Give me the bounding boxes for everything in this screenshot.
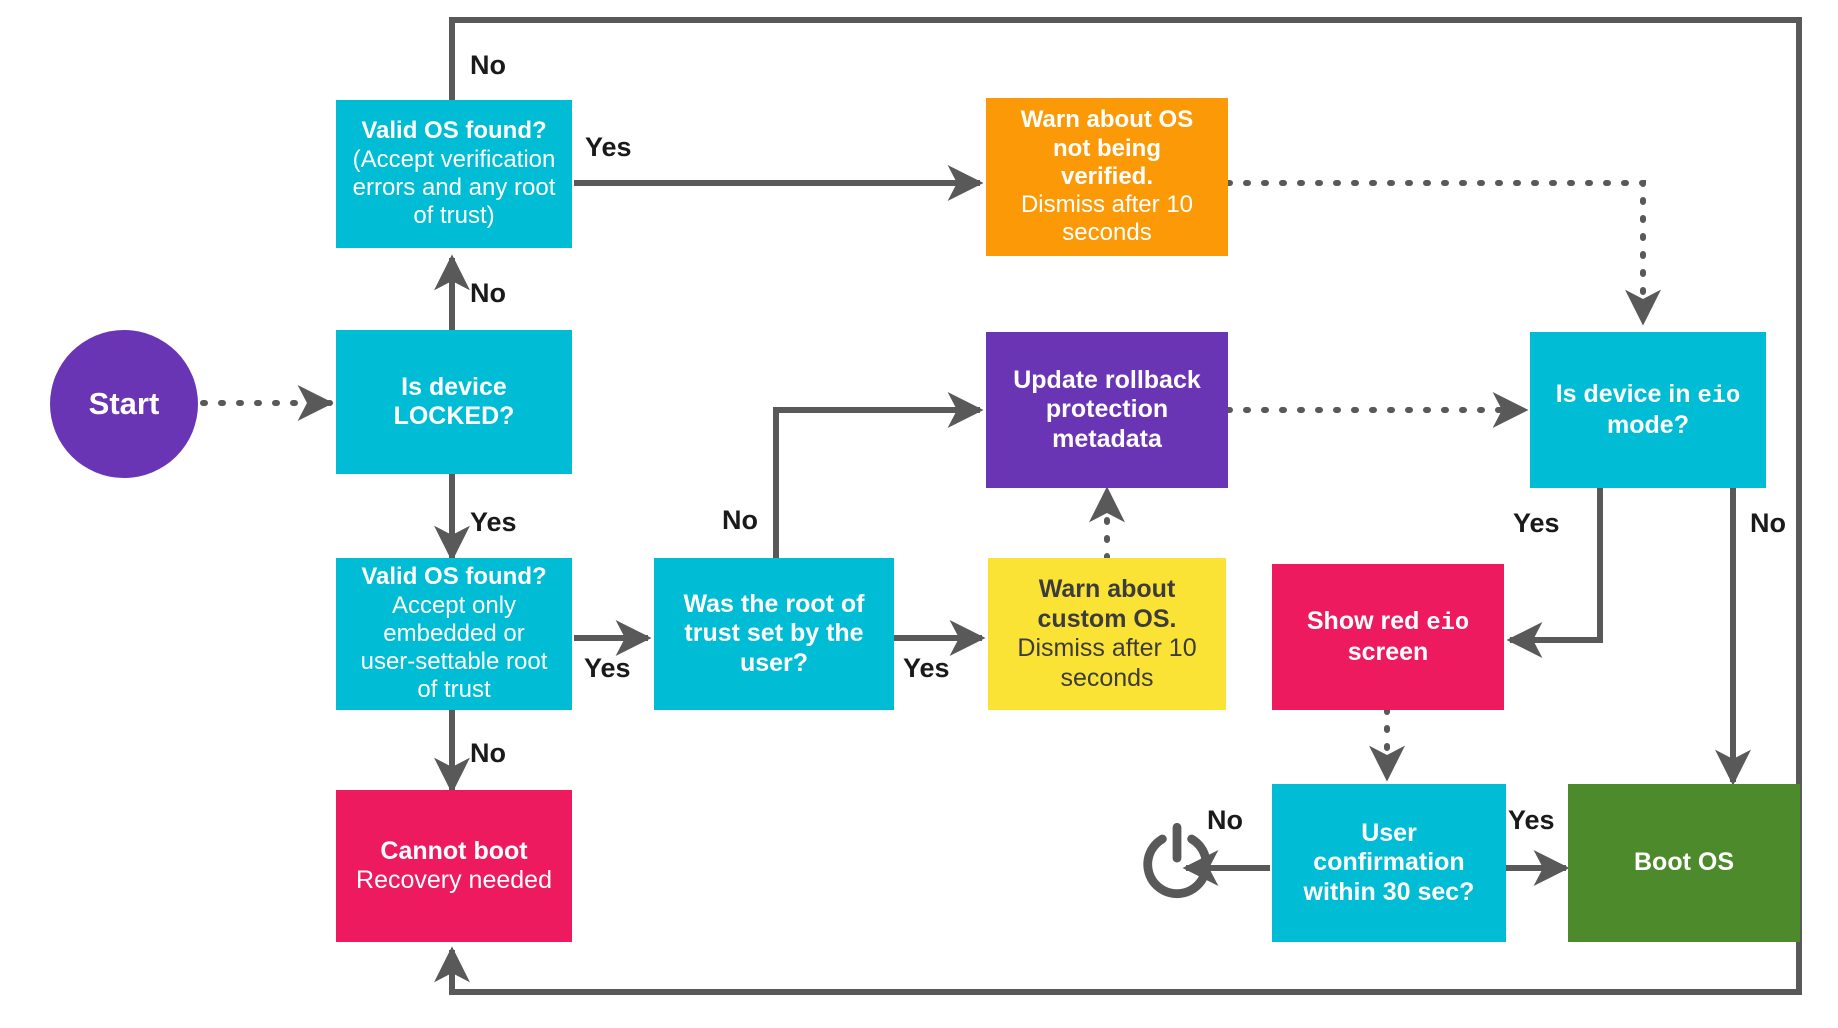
node-start[interactable]: Start bbox=[50, 330, 198, 478]
node-root-of-trust-line1: Was the root of bbox=[683, 589, 865, 618]
node-is-device-locked-line2: LOCKED? bbox=[393, 402, 515, 430]
edge-label-confirm-no: No bbox=[1207, 805, 1243, 835]
edge-warn-not-verified-to-eio-mode bbox=[1225, 180, 1661, 326]
node-warn-os-not-verified[interactable]: Warn about OS not being verified. Dismis… bbox=[986, 98, 1228, 256]
node-eio-mode-line1-text: Is device in bbox=[1555, 379, 1698, 408]
node-warn-not-verified-line2: not being bbox=[1053, 134, 1161, 162]
edge-label-locked-yes: Yes bbox=[470, 507, 517, 537]
node-valid-os-strict-line5: of trust bbox=[417, 676, 491, 704]
node-valid-os-found-strict[interactable]: Valid OS found? Accept only embedded or … bbox=[336, 558, 572, 710]
node-root-of-trust-set-by-user[interactable]: Was the root of trust set by the user? bbox=[654, 558, 894, 710]
node-user-confirmation[interactable]: User confirmation within 30 sec? bbox=[1272, 784, 1506, 942]
node-valid-os-strict-line1: Valid OS found? bbox=[361, 563, 547, 591]
edge-label-confirm-yes: Yes bbox=[1508, 805, 1555, 835]
node-valid-os-loose-line1: Valid OS found? bbox=[361, 117, 547, 145]
edge-rot-no-to-update-rollback bbox=[773, 392, 984, 558]
edge-label-strict-no: No bbox=[470, 738, 506, 768]
node-show-red-eio-keyword: eio bbox=[1426, 609, 1470, 637]
node-boot-os[interactable]: Boot OS bbox=[1568, 784, 1800, 942]
node-show-red-eio-screen[interactable]: Show red eio screen bbox=[1272, 564, 1504, 710]
node-root-of-trust-line2: trust set by the bbox=[684, 619, 864, 648]
node-user-confirmation-line1: User bbox=[1361, 818, 1417, 847]
node-valid-os-loose-line2: (Accept verification bbox=[352, 145, 556, 173]
node-valid-os-loose-line4: of trust) bbox=[413, 202, 495, 230]
node-cannot-boot-line1: Cannot boot bbox=[380, 836, 528, 865]
power-icon bbox=[1138, 820, 1216, 902]
node-root-of-trust-line3: user? bbox=[739, 648, 809, 677]
node-start-label: Start bbox=[88, 385, 160, 421]
edge-label-loose-yes: Yes bbox=[585, 132, 632, 162]
node-update-rollback-line1: Update rollback bbox=[1013, 365, 1201, 394]
node-update-rollback-metadata[interactable]: Update rollback protection metadata bbox=[986, 332, 1228, 488]
node-warn-not-verified-line1: Warn about OS bbox=[1020, 106, 1194, 134]
node-warn-custom-os[interactable]: Warn about custom OS. Dismiss after 10 s… bbox=[988, 558, 1226, 710]
edge-label-rot-yes: Yes bbox=[903, 653, 950, 683]
edge-label-strict-yes: Yes bbox=[584, 653, 631, 683]
node-update-rollback-line3: metadata bbox=[1052, 424, 1162, 453]
node-cannot-boot[interactable]: Cannot boot Recovery needed bbox=[336, 790, 572, 942]
node-valid-os-found-loose[interactable]: Valid OS found? (Accept verification err… bbox=[336, 100, 572, 248]
node-valid-os-strict-line2: Accept only bbox=[391, 591, 517, 619]
node-show-red-eio-line1-text: Show red bbox=[1306, 606, 1427, 635]
node-warn-not-verified-line4: Dismiss after 10 bbox=[1020, 191, 1194, 219]
node-eio-mode-line2: mode? bbox=[1607, 410, 1689, 439]
node-valid-os-strict-line3: embedded or bbox=[383, 619, 525, 647]
node-cannot-boot-line2: Recovery needed bbox=[356, 866, 552, 894]
node-is-device-locked[interactable]: Is device LOCKED? bbox=[336, 330, 572, 474]
node-is-device-in-eio-mode[interactable]: Is device in eio mode? bbox=[1530, 332, 1766, 488]
node-warn-custom-os-line2: custom OS. bbox=[1037, 604, 1177, 633]
node-user-confirmation-line3: within 30 sec? bbox=[1303, 877, 1475, 906]
node-show-red-eio-line2: screen bbox=[1347, 637, 1429, 666]
node-warn-not-verified-line3: verified. bbox=[1060, 162, 1154, 190]
node-boot-os-label: Boot OS bbox=[1634, 848, 1734, 877]
node-user-confirmation-line2: confirmation bbox=[1313, 848, 1465, 877]
edge-label-locked-no: No bbox=[470, 278, 506, 308]
edge-label-top-no: No bbox=[470, 50, 506, 80]
edge-label-eio-yes: Yes bbox=[1513, 508, 1560, 538]
node-show-red-eio-line1: Show red eio bbox=[1307, 607, 1469, 638]
node-eio-mode-keyword: eio bbox=[1697, 382, 1741, 410]
edge-label-rot-no: No bbox=[722, 505, 758, 535]
node-eio-mode-line1: Is device in eio bbox=[1556, 380, 1741, 411]
node-warn-custom-os-line1: Warn about bbox=[1038, 575, 1176, 603]
node-valid-os-loose-line3: errors and any root bbox=[352, 174, 556, 201]
node-is-device-locked-line1: Is device bbox=[401, 372, 507, 401]
node-warn-custom-os-line4: seconds bbox=[1060, 663, 1154, 692]
node-warn-not-verified-line5: seconds bbox=[1062, 219, 1152, 247]
node-valid-os-strict-line4: user-settable root bbox=[360, 648, 548, 676]
edge-label-eio-no: No bbox=[1750, 508, 1786, 538]
node-update-rollback-line2: protection bbox=[1045, 395, 1169, 424]
node-warn-custom-os-line3: Dismiss after 10 bbox=[1017, 634, 1197, 662]
